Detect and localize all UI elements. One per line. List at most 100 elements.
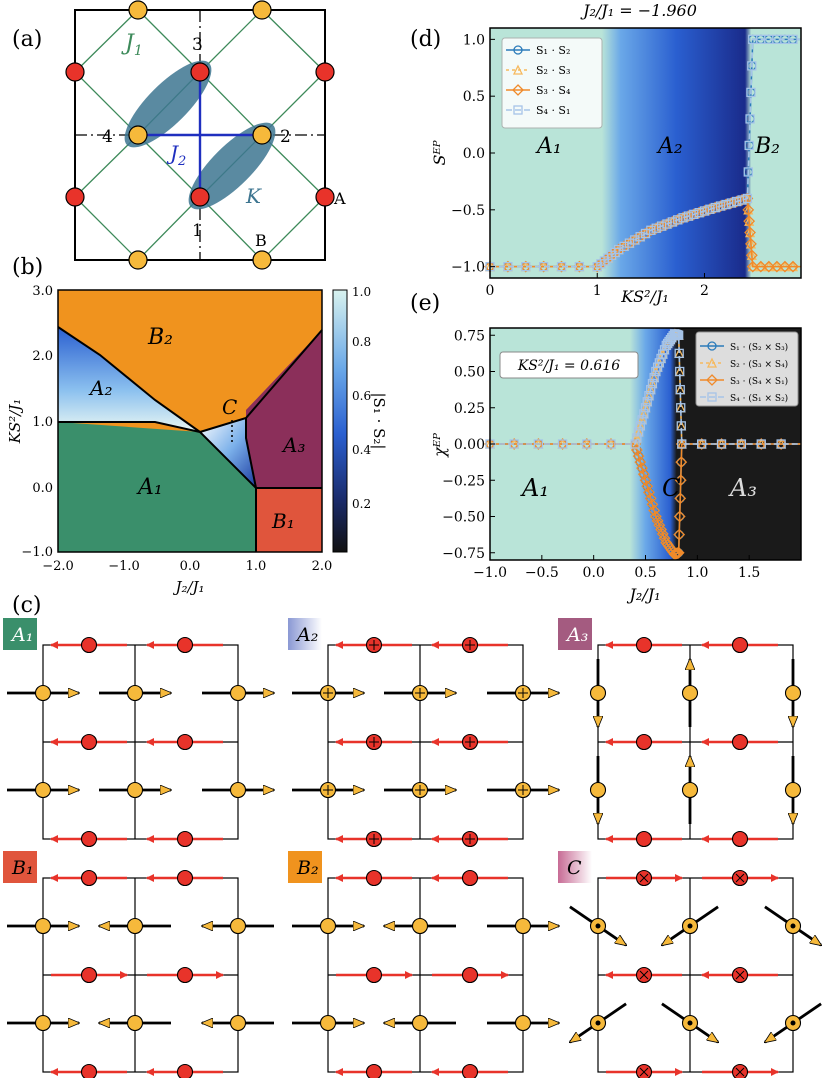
y-tick-label: 0.75 [454, 328, 485, 344]
phase-tag-label: A₁ [10, 624, 33, 646]
phase-tag-label: B₁ [11, 857, 34, 879]
phase-boundaries [57, 326, 323, 552]
b-y-ticks: 3.02.01.00.0−1.0 [21, 284, 53, 560]
phase-tag-label: A₂ [295, 624, 318, 646]
data-point [639, 469, 649, 479]
red-site [635, 636, 653, 654]
data-point [762, 260, 775, 273]
data-point [556, 261, 567, 272]
data-point [674, 348, 684, 359]
y-tick-label: 0.25 [454, 401, 485, 417]
phase-label-c: C [222, 395, 237, 419]
data-point [556, 438, 569, 450]
data-point [630, 439, 640, 449]
data-point [745, 114, 755, 124]
data-point [649, 505, 659, 516]
b-ylabel: KS²/J₁ [6, 399, 24, 445]
yellow-site [34, 781, 52, 799]
red-site [635, 1063, 653, 1078]
data-point [501, 260, 514, 273]
label-k: K [245, 184, 262, 208]
legend-marker [706, 374, 718, 386]
data-point [721, 199, 731, 210]
svg-text:3.0: 3.0 [32, 284, 53, 299]
config-A1: A₁ [3, 618, 274, 848]
yellow-site [34, 917, 52, 935]
data-point [714, 200, 727, 212]
data-point [653, 519, 666, 532]
data-point [745, 249, 758, 262]
yellow-site [229, 781, 247, 799]
data-point [651, 223, 661, 233]
data-point [741, 192, 754, 205]
config-A2: A₂ [288, 618, 559, 848]
phase-label-a1: A₁ [136, 475, 163, 500]
data-point [676, 421, 686, 431]
legend-entry: S₄ · S₁ [536, 104, 570, 117]
data-point [755, 438, 768, 450]
data-point [632, 433, 642, 443]
data-point [652, 516, 663, 526]
data-point [519, 260, 532, 273]
data-point [580, 438, 593, 450]
data-point [776, 439, 786, 449]
phase-tag-label: A₃ [565, 624, 588, 646]
data-point [737, 195, 747, 205]
data-point [673, 528, 686, 541]
into-plane-mark [735, 1067, 745, 1077]
data-point [742, 203, 755, 216]
x-tick-label: 1.0 [686, 565, 708, 581]
phase-tag [3, 618, 37, 650]
red-site [80, 1063, 98, 1078]
yellow-site [319, 1014, 337, 1032]
x-tick-label: 0.5 [634, 565, 656, 581]
yellow-site [514, 917, 532, 935]
e-legend: S₁ · (S₂ × S₃)S₂ · (S₃ × S₄)S₃ · (S₄ × S… [695, 331, 799, 407]
svg-text:0.8: 0.8 [352, 335, 371, 349]
y-tick-label: 0.50 [454, 365, 485, 381]
data-point [654, 520, 664, 530]
red-site [731, 733, 749, 751]
red-site [635, 733, 653, 751]
into-plane-mark [639, 873, 649, 883]
phase-tag [558, 851, 592, 883]
red-site [176, 1063, 194, 1078]
data-point [509, 439, 519, 449]
d-region-b2: B₂ [754, 134, 780, 159]
lattice-sites [65, 0, 335, 270]
data-point [508, 438, 521, 450]
y-tick-label: −0.5 [451, 203, 485, 219]
data-point [644, 391, 654, 401]
data-point [641, 480, 654, 493]
data-point [640, 228, 651, 239]
red-site [461, 1063, 479, 1078]
data-point [743, 215, 756, 228]
data-point [675, 384, 685, 395]
d-series-group [484, 34, 801, 273]
data-point [649, 372, 659, 383]
phase-tag [288, 851, 322, 883]
data-point [756, 439, 766, 449]
y-tick-label: −0.75 [442, 546, 485, 562]
data-point [655, 523, 667, 536]
phase-tag [558, 618, 592, 650]
red-site [80, 830, 98, 848]
data-point [683, 211, 694, 221]
data-point [614, 244, 624, 255]
svg-text:−2.0: −2.0 [42, 559, 74, 574]
series-line-4 [490, 38, 801, 268]
phase-label-b2: B₂ [147, 325, 173, 350]
phase-tag [288, 618, 322, 650]
x-tick-label: 1 [593, 283, 602, 299]
svg-text:1.0: 1.0 [32, 415, 53, 430]
svg-text:0.4: 0.4 [352, 443, 371, 457]
data-point [694, 208, 704, 218]
label-j2: J2 [166, 141, 186, 169]
data-point [746, 87, 756, 98]
yellow-site [126, 684, 144, 702]
data-point [646, 493, 656, 504]
data-point [656, 221, 667, 231]
